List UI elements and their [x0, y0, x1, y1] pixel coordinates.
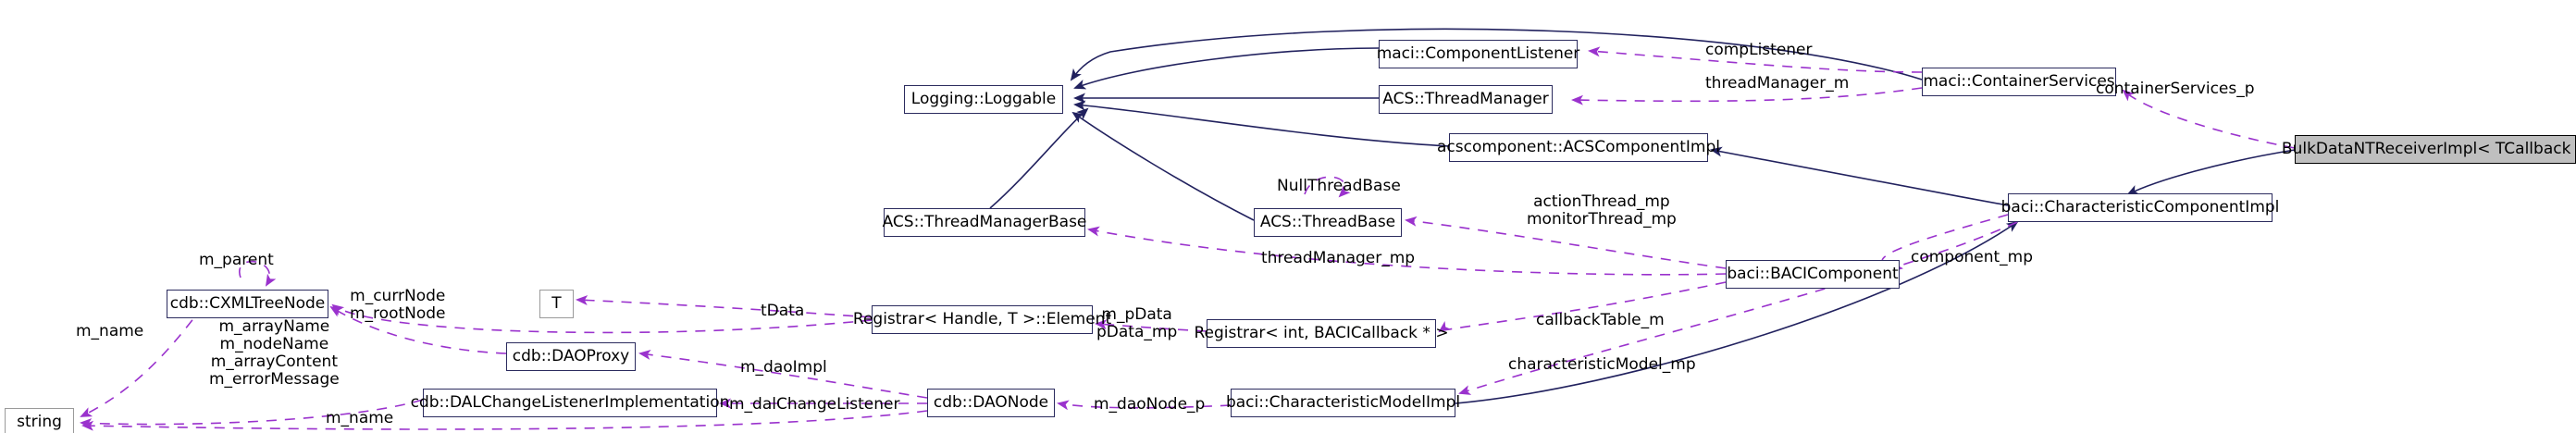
edge-label-nullthreadbase: NullThreadBase: [1277, 177, 1401, 195]
node-acs-threadbase[interactable]: ACS::ThreadBase: [1254, 208, 1402, 237]
edge-label-characteristicmodel-mp: characteristicModel_mp: [1508, 355, 1696, 374]
node-registrar-handle-t-element[interactable]: Registrar< Handle, T >::Element: [853, 305, 1111, 334]
node-registrar-int-bacicallback[interactable]: Registrar< int, BACICallback * >: [1194, 319, 1449, 348]
edge-label-m-arrayname: m_arrayName m_nodeName m_arrayContent m_…: [209, 317, 340, 390]
edge-label-m-dalchangelistener: m_dalChangeListener: [729, 395, 900, 414]
edge-label-complistener: compListener: [1705, 41, 1813, 59]
edge-label-m-currnode: m_currNode m_rootNode: [350, 287, 446, 324]
node-acs-threadmanager[interactable]: ACS::ThreadManager: [1379, 85, 1553, 114]
node-baci-bacicomponent[interactable]: baci::BACIComponent: [1726, 260, 1900, 289]
node-bulkdatantreceiverimpl[interactable]: BulkDataNTReceiverImpl< TCallback >: [2282, 135, 2576, 164]
edge-label-m-parent: m_parent: [199, 251, 274, 269]
node-baci-characteristiccomponentimpl[interactable]: baci::CharacteristicComponentImpl: [2001, 193, 2279, 222]
edge-label-m-daonode-p: m_daoNode_p: [1094, 395, 1206, 414]
node-t[interactable]: T: [539, 290, 574, 318]
association-edges: [80, 46, 2296, 431]
node-maci-componentlistener[interactable]: maci::ComponentListener: [1377, 40, 1579, 68]
edge-label-callbacktable-m: callbackTable_m: [1536, 311, 1665, 329]
node-cdb-cxmltreenode[interactable]: cdb::CXMLTreeNode: [167, 290, 328, 318]
node-maci-containerservices[interactable]: maci::ContainerServices: [1922, 68, 2116, 96]
edge-label-component-mp: component_mp: [1911, 248, 2034, 266]
edge-label-threadmanager-mp: threadManager_mp: [1261, 249, 1416, 267]
edge-label-m-pdata: m_pData pData_mp: [1096, 305, 1178, 342]
node-cdb-daonode[interactable]: cdb::DAONode: [927, 389, 1055, 417]
node-string[interactable]: string: [5, 408, 74, 433]
node-baci-characteristicmodelimpl[interactable]: baci::CharacteristicModelImpl: [1226, 389, 1460, 417]
node-acs-threadmanagerbase[interactable]: ACS::ThreadManagerBase: [883, 208, 1086, 237]
node-cdb-dalchangelistenerimplementation[interactable]: cdb::DALChangeListenerImplementation: [411, 389, 729, 417]
edge-label-threadmanager-m: threadManager_m: [1705, 74, 1850, 93]
edge-label-m-name-left: m_name: [76, 322, 144, 340]
node-logging-loggable[interactable]: Logging::Loggable: [904, 85, 1063, 114]
inheritance-edges: [989, 28, 2296, 404]
edge-label-tdata: tData: [761, 302, 805, 320]
edge-label-m-name-bottom: m_name: [326, 409, 394, 427]
node-acscomponent-acscomponentimpl[interactable]: acscomponent::ACSComponentImpl: [1437, 133, 1720, 162]
node-cdb-daoproxy[interactable]: cdb::DAOProxy: [506, 342, 636, 371]
edge-label-m-daoimpl: m_daoImpl: [740, 358, 827, 377]
edge-label-containerservices-p: containerServices_p: [2096, 80, 2255, 98]
edge-label-actionthread-mp: actionThread_mp monitorThread_mp: [1527, 192, 1677, 229]
